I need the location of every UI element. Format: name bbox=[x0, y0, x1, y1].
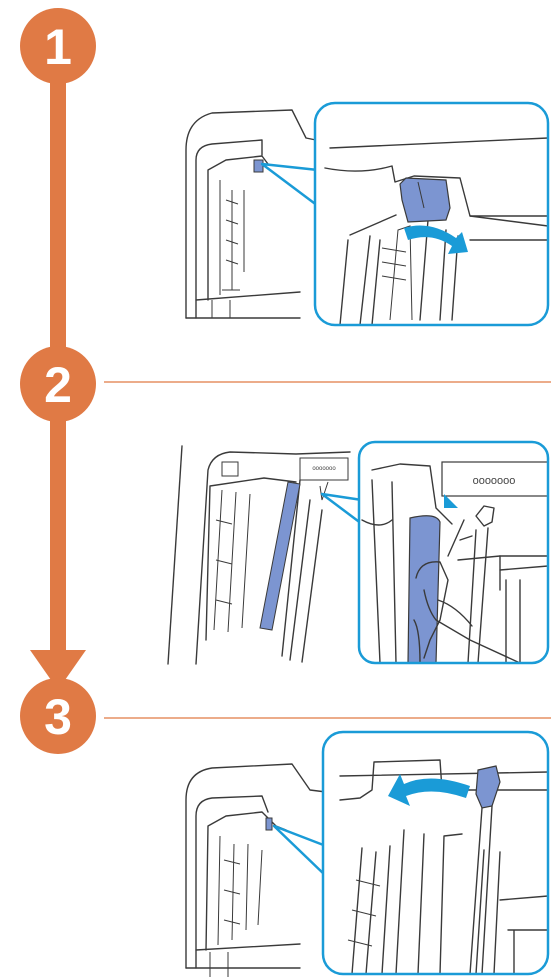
wipe-strip-icon bbox=[260, 482, 300, 630]
lever-icon bbox=[266, 818, 272, 830]
scanner-unit-2: ooooooo bbox=[168, 446, 350, 664]
callout-pointer-1 bbox=[262, 164, 318, 206]
step-badge-2: 2 bbox=[20, 346, 96, 422]
scanner-unit-3 bbox=[186, 764, 326, 977]
connector-line-1-2 bbox=[50, 80, 66, 363]
figure-step-1 bbox=[186, 103, 548, 325]
serial-label-small: ooooooo bbox=[312, 466, 336, 472]
figure-step-2: ooooooo ooooooo bbox=[168, 442, 548, 664]
connector-line-2-3 bbox=[50, 420, 66, 655]
serial-label: ooooooo bbox=[473, 475, 516, 487]
detail-callout-3 bbox=[323, 732, 548, 974]
step-badge-1: 1 bbox=[20, 8, 96, 84]
figure-step-3 bbox=[186, 732, 548, 977]
detail-callout-2: ooooooo bbox=[359, 442, 548, 663]
step-number-2: 2 bbox=[44, 357, 72, 413]
callout-pointer-2 bbox=[322, 494, 362, 524]
scanner-unit-1 bbox=[186, 110, 316, 318]
lever-icon bbox=[400, 178, 450, 222]
detail-callout-1 bbox=[315, 103, 548, 325]
step-badge-3: 3 bbox=[20, 678, 96, 754]
step-number-3: 3 bbox=[44, 689, 72, 745]
lever-icon bbox=[254, 160, 263, 172]
callout-pointer-3 bbox=[274, 826, 326, 876]
step-number-1: 1 bbox=[44, 19, 72, 75]
